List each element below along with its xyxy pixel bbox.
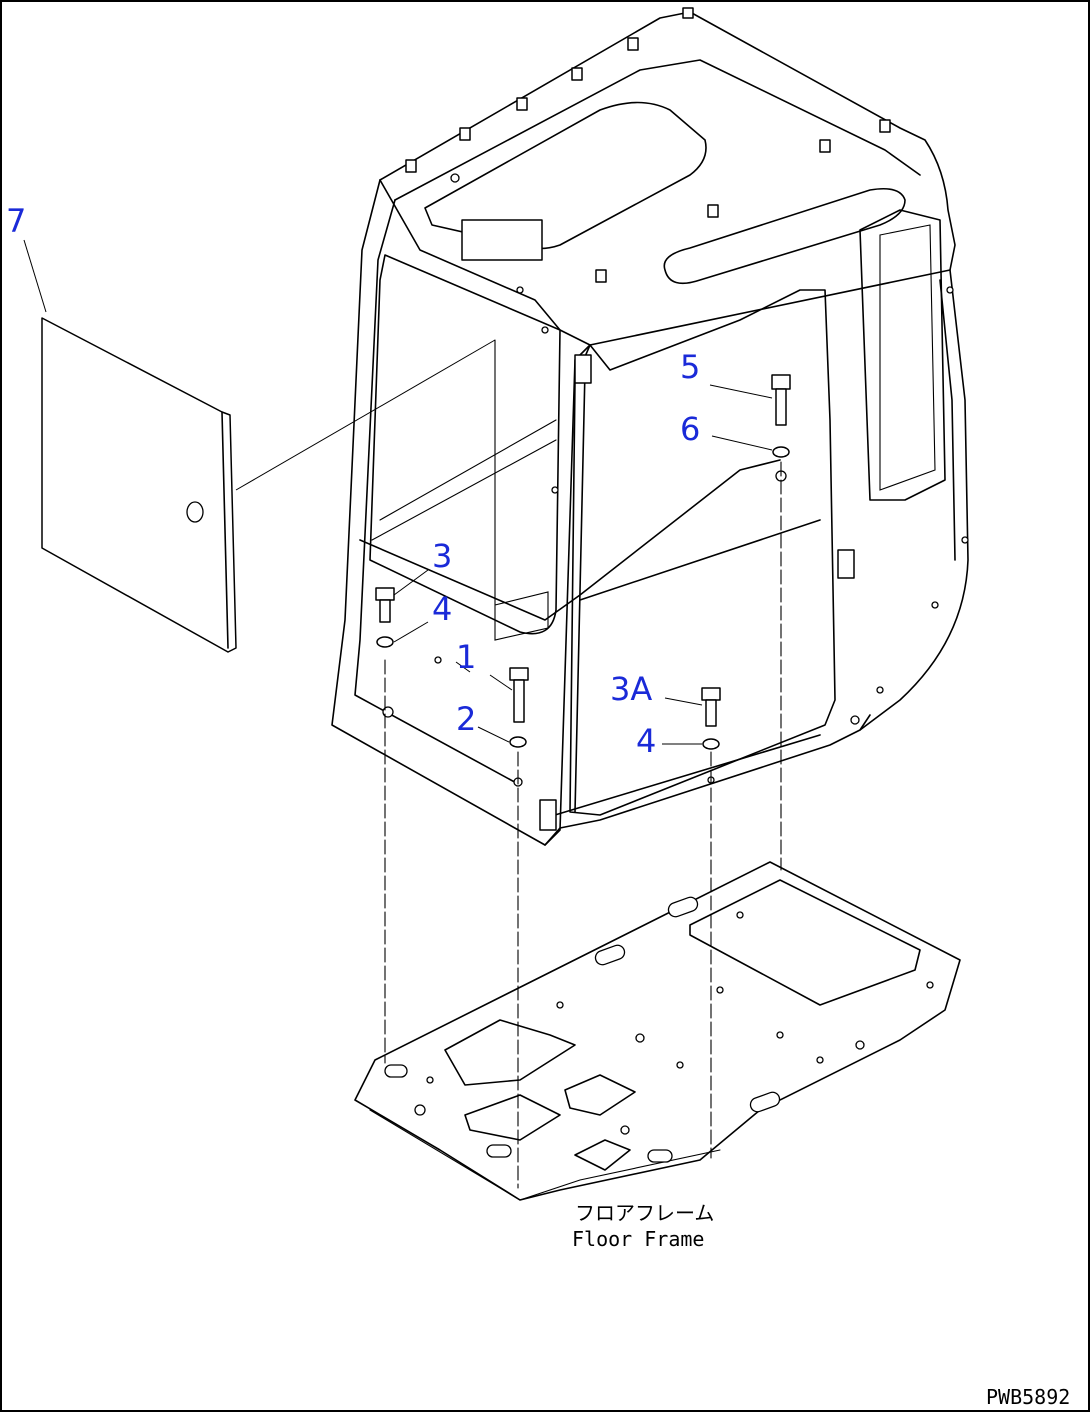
front-upper-panel bbox=[663, 187, 906, 285]
roof-bosses bbox=[405, 7, 891, 283]
callout-leaders bbox=[23, 239, 773, 745]
floor-slots bbox=[384, 896, 781, 1163]
floor-holes bbox=[414, 911, 934, 1135]
cab-left-side bbox=[331, 179, 591, 846]
bolt-3a bbox=[701, 687, 721, 727]
floor-cutout-1 bbox=[689, 879, 921, 1006]
callout-2: 2 bbox=[456, 700, 476, 738]
hinge-upper bbox=[574, 354, 592, 384]
plate-part-7 bbox=[41, 317, 549, 653]
bolt-1 bbox=[509, 667, 529, 723]
callout-6: 6 bbox=[680, 410, 700, 448]
latch bbox=[539, 799, 557, 831]
washer-4-right bbox=[702, 738, 720, 750]
callout-4-right: 4 bbox=[636, 722, 656, 760]
washer-6 bbox=[772, 446, 790, 458]
front-pillar-right bbox=[859, 269, 969, 731]
floor-cutout-3 bbox=[464, 1094, 561, 1141]
callout-7: 7 bbox=[6, 202, 26, 240]
plate-7 bbox=[41, 317, 237, 653]
front-window bbox=[569, 289, 836, 816]
drawing-code: PWB5892 bbox=[986, 1385, 1070, 1409]
left-window bbox=[369, 254, 561, 635]
assembly-lines bbox=[384, 461, 782, 1189]
cab-roof bbox=[379, 11, 956, 346]
callout-5: 5 bbox=[680, 348, 700, 386]
bolt-3 bbox=[375, 587, 395, 623]
cab-body bbox=[331, 7, 969, 846]
callout-3a: 3A bbox=[610, 670, 652, 708]
floor-frame bbox=[354, 861, 961, 1201]
washer-2 bbox=[509, 736, 527, 748]
floor-cutout-2 bbox=[444, 1019, 576, 1086]
floor-frame-outline bbox=[354, 861, 961, 1201]
plate-7-leader bbox=[235, 339, 496, 491]
upper-block bbox=[461, 219, 543, 261]
floor-frame-label-jp: フロアフレーム bbox=[575, 1201, 714, 1225]
hinge-mid bbox=[837, 549, 855, 579]
floor-cutout-4 bbox=[564, 1074, 636, 1116]
floor-cutout-5 bbox=[574, 1139, 631, 1171]
callout-1: 1 bbox=[456, 638, 476, 676]
floor-frame-label-en: Floor Frame bbox=[572, 1227, 704, 1251]
plate-7-hole bbox=[186, 501, 204, 523]
callout-4-left: 4 bbox=[432, 590, 452, 628]
fasteners bbox=[375, 374, 791, 1189]
callouts: 7 3 4 1 2 3A 4 5 6 bbox=[6, 202, 700, 760]
bolt-5 bbox=[771, 374, 791, 426]
cab-holes bbox=[434, 173, 969, 725]
callout-3: 3 bbox=[432, 537, 452, 575]
washer-4-left bbox=[376, 636, 394, 648]
